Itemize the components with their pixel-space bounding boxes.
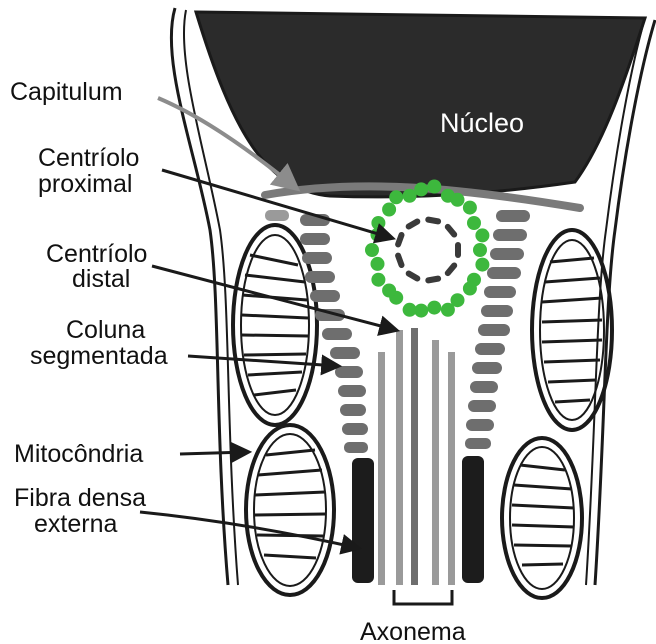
- label-distal-centriole-1: Centríolo: [46, 240, 147, 268]
- centriole-dot: [463, 201, 477, 215]
- label-outer-dense-fiber-2: externa: [34, 510, 117, 538]
- centriole-dot: [451, 193, 465, 207]
- label-segmented-column-2: segmentada: [30, 342, 168, 370]
- label-distal-centriole-2: distal: [72, 265, 130, 293]
- centriole-dot: [427, 301, 441, 315]
- centriole-dot: [403, 303, 417, 317]
- mitochondrion-right-lower: [502, 438, 582, 598]
- label-proximal-centriole-1: Centríolo: [38, 144, 139, 172]
- axoneme-lines: [378, 328, 455, 585]
- centriole-dot: [463, 282, 477, 296]
- arrow-distal-centriole: [152, 266, 396, 330]
- centriole-triplet: [405, 217, 422, 230]
- centriole-triplet: [425, 216, 442, 225]
- centriole-dot: [371, 273, 385, 287]
- centriole-triplet: [444, 261, 459, 277]
- label-proximal-centriole-2: proximal: [38, 170, 132, 198]
- label-segmented-column-1: Coluna: [66, 316, 145, 344]
- centriole-triplet: [394, 231, 405, 248]
- centriole-dot: [371, 216, 385, 230]
- label-axoneme: Axonema: [360, 618, 466, 644]
- centriole-dot: [382, 203, 396, 217]
- outer-dense-fiber-right: [462, 456, 484, 583]
- centriole-dot: [389, 190, 403, 204]
- centriole-triplet: [425, 275, 442, 284]
- nucleus: [196, 12, 645, 197]
- label-mitochondria: Mitocôndria: [14, 440, 143, 468]
- centriole-dot: [382, 284, 396, 298]
- centriole-dot: [371, 257, 385, 271]
- centriole-dot: [427, 180, 441, 194]
- label-outer-dense-fiber-1: Fibra densa: [14, 484, 146, 512]
- arrow-mitochondria: [180, 452, 248, 454]
- centriole-dot: [441, 303, 455, 317]
- centriole-dot: [473, 243, 487, 257]
- mitochondrion-left-lower: [246, 425, 334, 595]
- centriole-triplet: [405, 269, 422, 282]
- outer-dense-fiber-left: [352, 458, 374, 583]
- label-capitulum: Capitulum: [10, 78, 123, 106]
- centriole-triplet: [394, 252, 405, 269]
- axoneme-bracket: [394, 590, 452, 604]
- centriole-triplet: [455, 242, 461, 258]
- centriole-triplet: [444, 223, 459, 239]
- centriole-dot: [467, 216, 481, 230]
- centriole-dot: [475, 228, 489, 242]
- centriole-dot: [414, 182, 428, 196]
- centriole-dot: [475, 258, 489, 272]
- mitochondrion-right-upper: [532, 230, 612, 430]
- proximal-centriole: [365, 180, 489, 318]
- label-nucleus: Núcleo: [440, 108, 524, 138]
- centriole-dot: [365, 243, 379, 257]
